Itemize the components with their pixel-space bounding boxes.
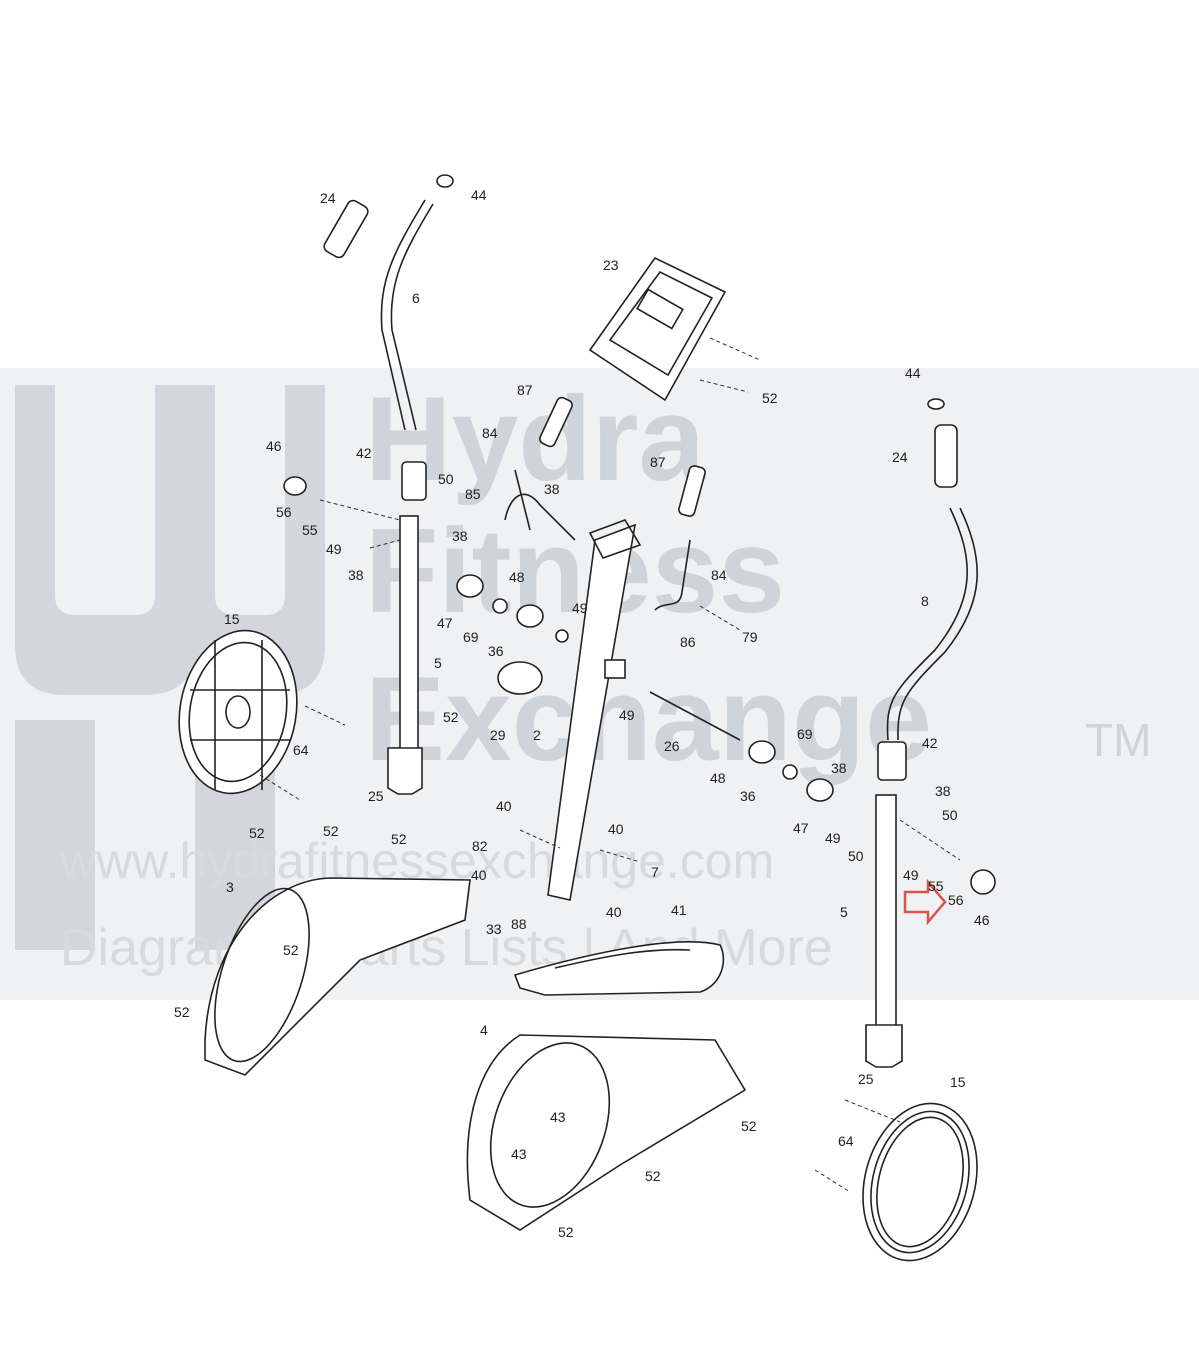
watermark-trademark: TM — [1085, 714, 1151, 766]
callout-number: 48 — [710, 770, 726, 786]
callout-number: 40 — [608, 821, 624, 837]
callout-number: 40 — [471, 867, 487, 883]
callout-number: 41 — [671, 902, 687, 918]
callout-number: 52 — [249, 825, 265, 841]
callout-number: 49 — [572, 600, 588, 616]
callout-number: 84 — [711, 567, 727, 583]
callout-number: 50 — [942, 807, 958, 823]
base-cover — [513, 941, 725, 996]
callout-number: 23 — [603, 257, 619, 273]
callout-number: 42 — [356, 445, 372, 461]
callout-number: 69 — [797, 726, 813, 742]
callout-number: 6 — [412, 290, 420, 306]
callout-number: 8 — [921, 593, 929, 609]
watermark-brand-line2: Fitness — [365, 504, 785, 638]
callout-number: 36 — [488, 643, 504, 659]
callout-number: 24 — [892, 449, 908, 465]
callout-number: 55 — [302, 522, 318, 538]
left-lower-arm — [283, 476, 423, 795]
callout-number: 85 — [465, 486, 481, 502]
callout-number: 3 — [226, 879, 234, 895]
left-side-shield — [204, 877, 471, 1076]
callout-number: 5 — [434, 655, 442, 671]
callout-number: 38 — [831, 760, 847, 776]
callout-number: 52 — [443, 709, 459, 725]
callout-number: 69 — [463, 629, 479, 645]
callout-number: 52 — [174, 1004, 190, 1020]
callout-number: 47 — [437, 615, 453, 631]
callout-number: 50 — [438, 471, 454, 487]
callout-number: 64 — [838, 1133, 854, 1149]
right-upper-arm — [877, 398, 978, 781]
callout-number: 52 — [323, 823, 339, 839]
watermark: Hydra Fitness Exchange TM www.hydrafitne… — [0, 368, 1199, 1000]
callout-number: 79 — [742, 629, 758, 645]
callout-number: 15 — [224, 611, 240, 627]
callout-number: 26 — [664, 738, 680, 754]
callout-number: 48 — [509, 569, 525, 585]
callout-number: 43 — [550, 1109, 566, 1125]
callout-number: 52 — [391, 831, 407, 847]
callout-number: 40 — [496, 798, 512, 814]
callout-number: 52 — [741, 1118, 757, 1134]
left-shield-disc — [178, 629, 298, 795]
callout-number: 46 — [266, 438, 282, 454]
callout-number: 55 — [928, 878, 944, 894]
callout-number: 50 — [848, 848, 864, 864]
watermark-brand-line3: Exchange — [365, 652, 932, 786]
callout-number: 56 — [276, 504, 292, 520]
callout-number: 44 — [905, 365, 921, 381]
right-shield-disc — [862, 1102, 978, 1262]
callout-number: 42 — [922, 735, 938, 751]
callout-number: 49 — [825, 830, 841, 846]
callout-number: 4 — [480, 1022, 488, 1038]
callout-number: 87 — [517, 382, 533, 398]
callout-number: 56 — [948, 892, 964, 908]
callout-number: 49 — [326, 541, 342, 557]
left-upper-arm — [323, 174, 454, 501]
callout-number: 52 — [283, 942, 299, 958]
callout-number: 2 — [533, 727, 541, 743]
callout-number: 25 — [858, 1071, 874, 1087]
callout-number: 52 — [645, 1168, 661, 1184]
callout-number: 52 — [762, 390, 778, 406]
callout-number: 15 — [950, 1074, 966, 1090]
callout-number: 49 — [903, 867, 919, 883]
callout-number: 25 — [368, 788, 384, 804]
callout-number: 36 — [740, 788, 756, 804]
callout-number: 87 — [650, 454, 666, 470]
callout-number: 43 — [511, 1146, 527, 1162]
callout-number: 44 — [471, 187, 487, 203]
callout-number: 49 — [619, 707, 635, 723]
callout-number: 84 — [482, 425, 498, 441]
callout-number: 38 — [935, 783, 951, 799]
callout-number: 33 — [486, 921, 502, 937]
callout-number: 38 — [452, 528, 468, 544]
callout-number: 86 — [680, 634, 696, 650]
callout-number: 7 — [651, 864, 659, 880]
callout-number: 82 — [472, 838, 488, 854]
callout-number: 29 — [490, 727, 506, 743]
console — [588, 256, 727, 402]
callout-number: 47 — [793, 820, 809, 836]
red-outline-arrow-icon — [903, 878, 947, 926]
right-lower-arm — [865, 794, 996, 1068]
callout-number: 38 — [348, 567, 364, 583]
callout-number: 88 — [511, 916, 527, 932]
callout-number: 64 — [293, 742, 309, 758]
callout-number: 46 — [974, 912, 990, 928]
right-side-shield — [466, 1034, 747, 1231]
callout-number: 52 — [558, 1224, 574, 1240]
axle-parts — [456, 574, 834, 802]
handlebar — [504, 396, 706, 611]
main-upright — [497, 519, 642, 901]
callout-number: 5 — [840, 904, 848, 920]
callout-number: 24 — [320, 190, 336, 206]
callout-number: 38 — [544, 481, 560, 497]
callout-number: 40 — [606, 904, 622, 920]
fastener-lines — [259, 337, 961, 1193]
